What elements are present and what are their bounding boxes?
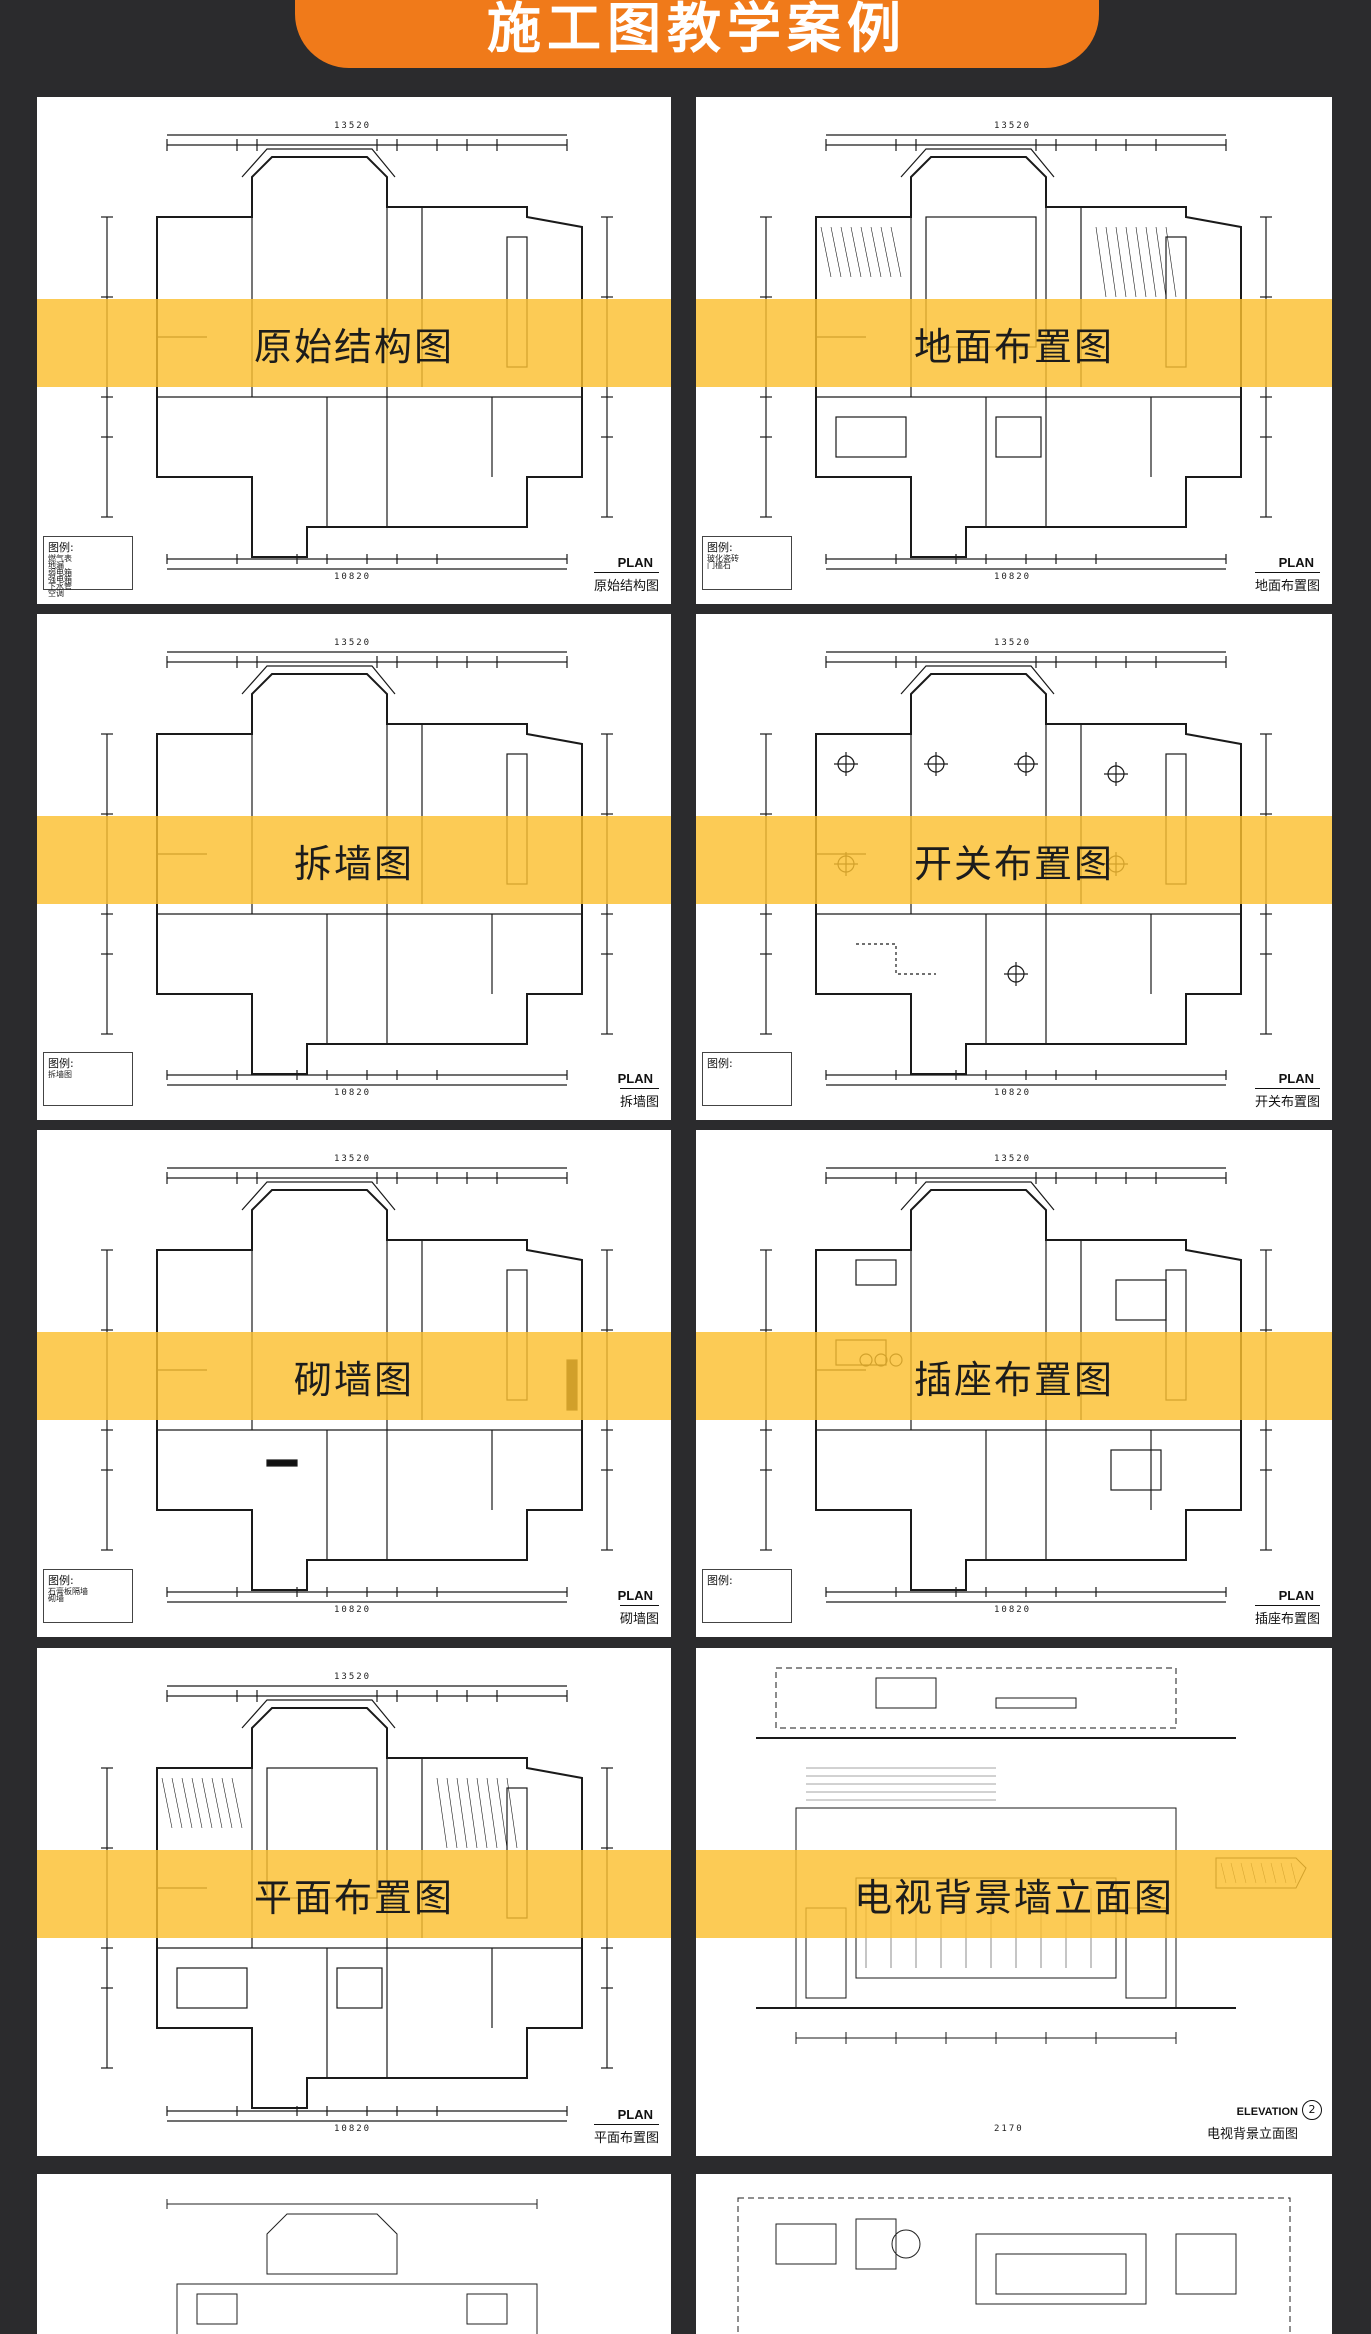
legend-item: 下水管: [48, 582, 72, 591]
dimension-bottom: 10820: [994, 1088, 1032, 1098]
legend-item: 弱电箱: [48, 568, 72, 577]
dimension-top: 13520: [334, 1672, 372, 1682]
legend-item: 门槛石: [707, 561, 731, 570]
plan-tag: PLAN: [617, 2107, 653, 2122]
drawing-title-band: 原始结构图: [37, 299, 671, 387]
plan-tag: PLAN: [1278, 1588, 1314, 1603]
plan-tag: PLAN: [1278, 1071, 1314, 1086]
drawing-caption: 原始结构图: [593, 572, 659, 594]
elevation-tag: ELEVATION: [1236, 2106, 1298, 2118]
floor-plan-drawing: [101, 1685, 613, 2122]
dimension-bottom: 10820: [334, 2124, 372, 2134]
dimension-top: 13520: [334, 638, 372, 648]
drawing-caption: 砌墙图: [619, 1605, 659, 1627]
drawing-title: 拆墙图: [293, 841, 414, 886]
drawing-title: 地面布置图: [913, 324, 1114, 369]
drawing-title-band: 电视背景墙立面图: [696, 1850, 1332, 1938]
dimension-bottom: 2170: [994, 2124, 1024, 2134]
partial-plan-card: [37, 2174, 671, 2334]
plan-tag: PLAN: [1278, 555, 1314, 570]
partial-elevation-drawing: [737, 2197, 1291, 2334]
dimension-bottom: 10820: [334, 572, 372, 582]
legend-box: 图例:拆墙图: [43, 1052, 133, 1106]
dimension-bottom: 10820: [334, 1088, 372, 1098]
plan-tag: PLAN: [617, 1071, 653, 1086]
plan-tag: PLAN: [617, 555, 653, 570]
dimension-top: 13520: [334, 121, 372, 131]
drawing-card: 平面布置图 13520 10820 PLAN 平面布置图: [37, 1648, 671, 2156]
legend-item: 燃气表: [48, 554, 72, 563]
legend-title: 图例:: [707, 541, 733, 554]
drawing-title-band: 插座布置图: [696, 1332, 1332, 1420]
drawing-title: 砌墙图: [293, 1357, 414, 1402]
dimension-bottom: 10820: [334, 1605, 372, 1615]
legend-item: 地漏: [48, 561, 64, 570]
drawing-title: 平面布置图: [253, 1875, 454, 1920]
elevation-number: 2: [1302, 2100, 1322, 2120]
legend-box: 图例:: [702, 1569, 792, 1623]
dimension-top: 13520: [994, 121, 1032, 131]
legend-box: 图例:玻化瓷砖门槛石: [702, 536, 792, 590]
drawing-title-band: 拆墙图: [37, 816, 671, 904]
drawing-title: 原始结构图: [253, 324, 454, 369]
dimension-top: 13520: [994, 638, 1032, 648]
drawing-caption: 电视背景立面图: [1206, 2127, 1298, 2142]
drawing-caption: 平面布置图: [593, 2124, 659, 2146]
legend-item: 石膏板隔墙: [48, 1587, 88, 1596]
drawing-title-band: 地面布置图: [696, 299, 1332, 387]
drawing-title: 开关布置图: [913, 841, 1114, 886]
dimension-top: 13520: [334, 1154, 372, 1164]
drawing-title: 插座布置图: [913, 1357, 1114, 1402]
page-title: 施工图教学案例: [487, 0, 907, 60]
legend-item: 玻化瓷砖: [707, 554, 739, 563]
legend-title: 图例:: [48, 1574, 74, 1587]
header-banner: 施工图教学案例: [295, 0, 1099, 68]
legend-box: 图例:燃气表地漏弱电箱强电箱下水管空调: [43, 536, 133, 598]
legend-title: 图例:: [707, 1574, 733, 1587]
legend-box: 图例:石膏板隔墙砌墙: [43, 1569, 133, 1623]
drawing-title-band: 砌墙图: [37, 1332, 671, 1420]
plan-tag: PLAN: [617, 1588, 653, 1603]
legend-title: 图例:: [707, 1057, 733, 1070]
legend-box: 图例:: [702, 1052, 792, 1106]
drawing-title: 电视背景墙立面图: [853, 1875, 1174, 1920]
partial-elevation-card: [696, 2174, 1332, 2334]
drawing-caption: 拆墙图: [619, 1088, 659, 1110]
legend-title: 图例:: [48, 541, 74, 554]
legend-item: 砌墙: [48, 1594, 64, 1603]
legend-item: 强电箱: [48, 575, 72, 584]
drawing-card: 电视背景墙立面图 2170 ELEVATION 2 电视背景立面图: [696, 1648, 1332, 2156]
partial-plan-drawing: [166, 2199, 538, 2334]
drawing-caption: 地面布置图: [1254, 572, 1320, 594]
legend-item: 空调: [48, 589, 64, 598]
dimension-bottom: 10820: [994, 1605, 1032, 1615]
drawing-title-band: 平面布置图: [37, 1850, 671, 1938]
drawing-caption: 插座布置图: [1254, 1605, 1320, 1627]
legend-title: 图例:: [48, 1057, 74, 1070]
legend-item: 拆墙图: [48, 1070, 72, 1079]
dimension-top: 13520: [994, 1154, 1032, 1164]
drawing-caption: 开关布置图: [1254, 1088, 1320, 1110]
dimension-bottom: 10820: [994, 572, 1032, 582]
floor-plan-drawing: [760, 134, 1272, 570]
drawing-title-band: 开关布置图: [696, 816, 1332, 904]
